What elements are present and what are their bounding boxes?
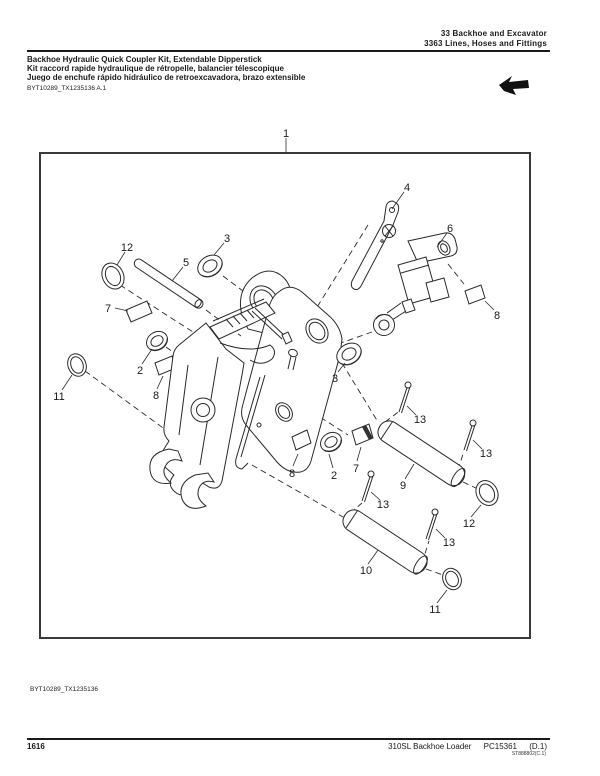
bushing-2-mid: [320, 431, 342, 453]
header-section-line2: 3363 Lines, Hoses and Fittings: [424, 39, 547, 48]
callout-5: 5: [183, 257, 189, 269]
o-ring-12-left: [101, 262, 125, 290]
callout-8-right: 8: [494, 310, 500, 322]
coupler-assembly: [149, 270, 343, 509]
shim-7-mid: [351, 423, 374, 446]
page-title-en: Backhoe Hydraulic Quick Coupler Kit, Ext…: [27, 55, 262, 64]
figure-reference: BYT10289_TX1235136 A.1: [27, 85, 107, 92]
page-title-es: Juego de enchufe rápido hidráulico de re…: [27, 73, 306, 82]
bushing-2-left: [146, 330, 168, 352]
callout-leader-lines: [61, 138, 495, 604]
callout-3-left: 3: [224, 233, 230, 245]
bushing-3-left: [197, 254, 223, 278]
callout-13-c: 13: [377, 499, 389, 511]
callout-3-right: 3: [332, 373, 338, 385]
callout-12-left: 12: [121, 242, 133, 254]
page-title-fr: Kit raccord rapide hydraulique de rétrop…: [27, 64, 284, 73]
figure-caption: BYT10289_TX1235136: [30, 686, 98, 693]
page-number: 1616: [27, 742, 45, 751]
clevis-pin-detail: [287, 348, 298, 371]
header-rule: [27, 50, 550, 52]
footer-right: 310SL Backhoe Loader PC15361 (D.1): [388, 742, 547, 751]
callout-10: 10: [360, 565, 372, 577]
shim-8-right: [464, 284, 486, 305]
header-section: 33 Backhoe and Excavator 3363 Lines, Hos…: [424, 29, 547, 49]
callout-11-left: 11: [53, 391, 64, 403]
callout-12-right: 12: [463, 518, 475, 530]
bushing-3-right: [336, 342, 362, 366]
footer-model: 310SL Backhoe Loader: [388, 742, 472, 751]
pin-5: [133, 258, 204, 309]
footer-sub-reference: ST888802(C.1): [511, 751, 546, 757]
title-block: Backhoe Hydraulic Quick Coupler Kit, Ext…: [27, 55, 305, 82]
pin-9: [377, 420, 466, 488]
shim-8-mid: [291, 429, 312, 451]
callout-7-mid: 7: [353, 463, 359, 475]
o-ring-12-right: [475, 480, 499, 506]
callout-8-left: 8: [153, 390, 159, 402]
callout-13-b: 13: [480, 448, 492, 460]
callout-13-a: 13: [414, 414, 426, 426]
callout-4: 4: [404, 182, 410, 194]
callout-1: 1: [283, 128, 289, 140]
footer-catalog: PC15361: [483, 742, 517, 751]
callout-8-mid: 8: [289, 468, 295, 480]
footer-revision: (D.1): [529, 742, 547, 751]
latch-lever-4: [350, 200, 400, 291]
callout-2-mid: 2: [331, 470, 337, 482]
callout-2-left: 2: [137, 365, 143, 377]
callout-9: 9: [400, 480, 406, 492]
o-ring-11-left: [67, 353, 87, 377]
hydraulic-cylinder-6: [373, 232, 458, 336]
callout-7-left: 7: [105, 303, 111, 315]
callout-6: 6: [447, 223, 453, 235]
callout-13-d: 13: [443, 537, 455, 549]
callout-labels: 1 12 5 3 7 2 8 11 4 6 8 3 13 13 9 12 13 …: [53, 128, 500, 616]
footer-rule: [27, 738, 550, 740]
shim-7-left: [125, 300, 153, 323]
header-section-line1: 33 Backhoe and Excavator: [440, 29, 547, 38]
exploded-diagram: 1 12 5 3 7 2 8 11 4 6 8 3 13 13 9 12 13 …: [30, 113, 540, 653]
callout-11-right: 11: [429, 604, 440, 616]
pin-10: [342, 509, 428, 575]
continuation-arrow-icon: [499, 76, 529, 95]
o-ring-11-right: [442, 567, 462, 591]
